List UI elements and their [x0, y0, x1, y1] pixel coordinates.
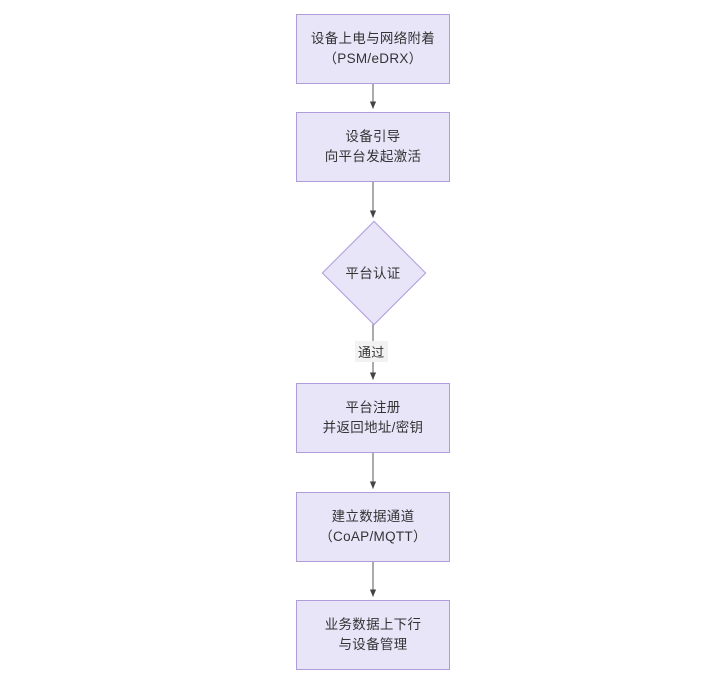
node-label: 平台注册 并返回地址/密钥 [322, 400, 424, 435]
node-label: 业务数据上下行 与设备管理 [324, 617, 422, 652]
node-establish-data-channel[interactable]: 建立数据通道 （CoAP/MQTT） [296, 492, 450, 562]
node-platform-registration[interactable]: 平台注册 并返回地址/密钥 [296, 383, 450, 453]
node-device-bootstrap[interactable]: 设备引导 向平台发起激活 [296, 112, 450, 182]
node-business-data-and-device-management[interactable]: 业务数据上下行 与设备管理 [296, 600, 450, 670]
node-label: 设备引导 向平台发起激活 [324, 129, 422, 164]
node-platform-authentication[interactable]: 平台认证 [321, 220, 427, 326]
node-label: 建立数据通道 （CoAP/MQTT） [319, 509, 427, 544]
edge-label-text: 通过 [358, 345, 385, 360]
node-label: 设备上电与网络附着 （PSM/eDRX） [310, 31, 436, 66]
node-device-power-on[interactable]: 设备上电与网络附着 （PSM/eDRX） [296, 14, 450, 84]
edge-label-pass: 通过 [355, 341, 388, 362]
node-label: 平台认证 [345, 266, 401, 281]
